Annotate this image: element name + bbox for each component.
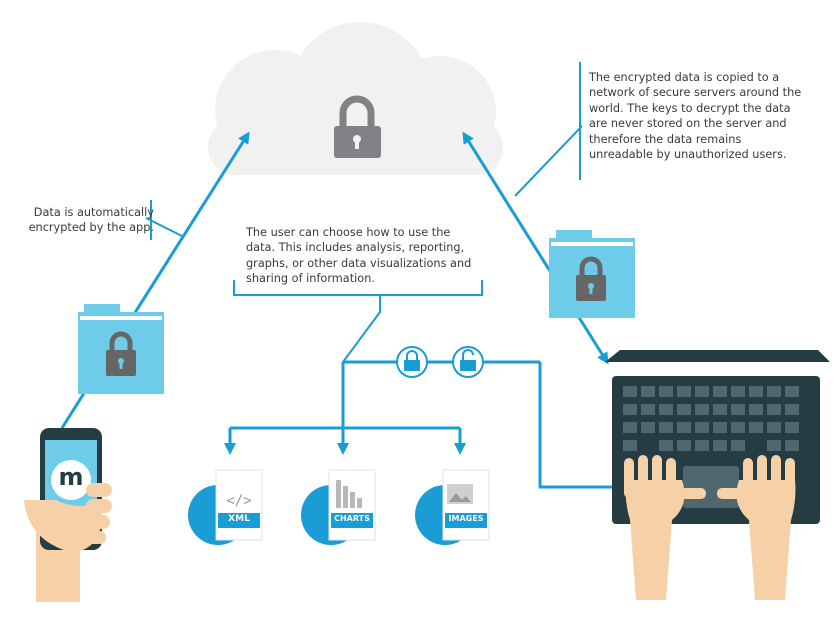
xml-output[interactable]: </> [188, 469, 263, 545]
typing-hands [624, 455, 796, 600]
app-logo [51, 460, 91, 500]
trackpad [683, 466, 739, 508]
flow-lines [60, 131, 614, 489]
app-note-connector [145, 217, 183, 237]
keyboard-keys [623, 386, 799, 451]
images-output[interactable] [415, 469, 490, 545]
image-icon [447, 484, 473, 504]
lock-open-icon[interactable] [452, 346, 484, 378]
user-note: The user can choose how to use the data.… [246, 226, 472, 286]
user-note-bracket-left [233, 280, 235, 296]
images-label: IMAGES [448, 514, 484, 523]
app-note-bracket [150, 200, 152, 240]
charts-output[interactable] [301, 469, 376, 545]
xml-label: XML [228, 514, 250, 524]
cloud-note-bracket [579, 62, 581, 180]
encrypted-folder-icon [78, 304, 164, 394]
cloud-note: The encrypted data is copied to a networ… [589, 71, 802, 162]
smartphone [24, 428, 112, 602]
bar-chart-icon [336, 480, 362, 508]
svg-text:</>: </> [226, 493, 251, 509]
lock-closed-icon[interactable] [396, 346, 428, 378]
app-note: Data is automatically encrypted by the a… [28, 206, 154, 235]
user-note-connector [342, 295, 381, 363]
cloud-padlock-icon [334, 95, 381, 158]
cloud-note-connector [514, 125, 583, 197]
laptop-link-line [538, 362, 614, 489]
user-note-bracket [233, 294, 483, 296]
user-note-bracket-right [481, 280, 483, 296]
cloud-laptop-arrow [462, 131, 609, 365]
charts-label: CHARTS [334, 514, 370, 523]
phone-logo-letter: m [58, 463, 84, 491]
encrypted-folder-icon-server [549, 230, 635, 318]
